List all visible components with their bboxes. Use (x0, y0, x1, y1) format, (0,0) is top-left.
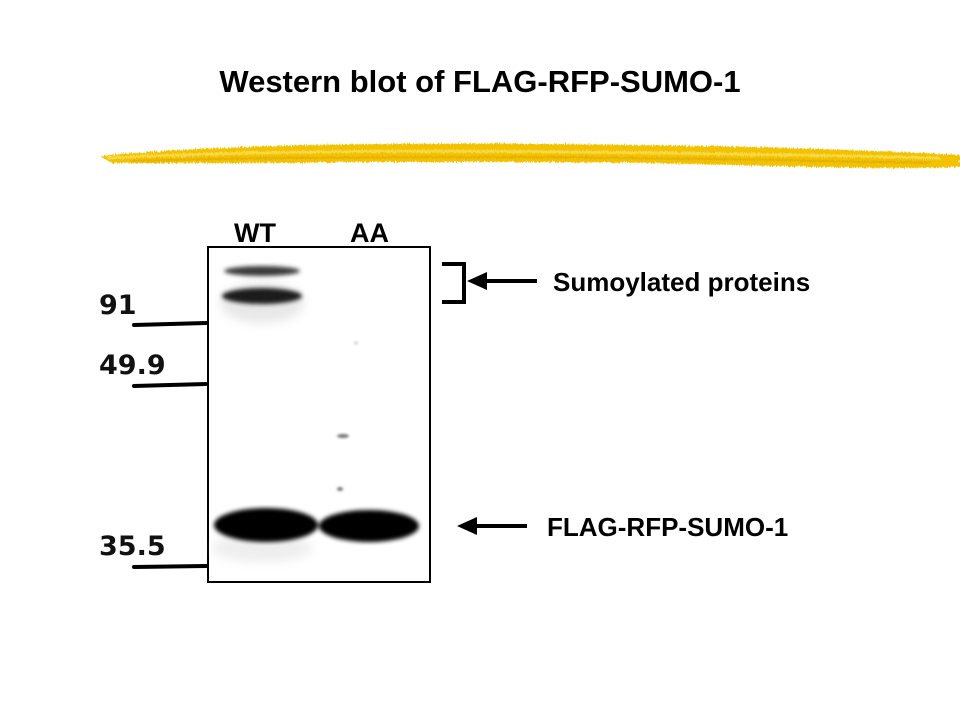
speckles (337, 341, 358, 491)
marker-label-35-5: 35.5 (99, 531, 166, 562)
marker-tick-91 (132, 321, 208, 327)
free-sumo-bands (214, 508, 419, 542)
marker-ticks (132, 321, 208, 569)
marker-tick-35-5 (132, 564, 208, 569)
marker-label-91: 91 (99, 290, 137, 321)
annotation-free-sumo: FLAG-RFP-SUMO-1 (547, 512, 789, 542)
slide-title: Western blot of FLAG-RFP-SUMO-1 (219, 64, 741, 99)
sumoylated-bracket (442, 262, 466, 304)
annotation-sumoylated-proteins: Sumoylated proteins (553, 267, 811, 297)
band-wt-free (214, 508, 318, 542)
marker-label-49-9: 49.9 (99, 350, 166, 381)
lane-label-aa: AA (350, 218, 389, 248)
lane-label-wt: WT (234, 218, 276, 248)
band-aa-free (319, 510, 419, 542)
arrow-sumoylated (467, 272, 537, 290)
band-wt-high-1 (224, 266, 300, 276)
arrow-free-sumo (457, 517, 527, 535)
marker-tick-49-9 (132, 382, 208, 388)
sumoylated-bands (222, 266, 302, 304)
band-wt-high-2 (222, 288, 302, 304)
